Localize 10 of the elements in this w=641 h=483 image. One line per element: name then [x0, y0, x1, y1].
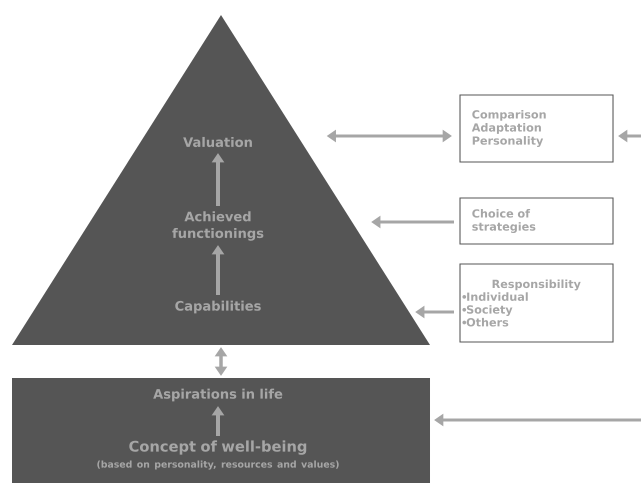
concept-label: Concept of well-being (based on personality, resources and values): [97, 440, 339, 470]
pyramid-label: Aspirations in life: [153, 388, 282, 402]
factor-box: Choice of strategies: [459, 197, 614, 245]
factor-box: Responsibility Individual Society Others: [459, 263, 614, 343]
pyramid-label: Achieved functionings: [172, 211, 264, 241]
foundation-box: [12, 378, 430, 483]
pyramid-label: Capabilities: [175, 300, 261, 314]
factor-box: Comparison Adaptation Personality: [459, 94, 614, 163]
pyramid-triangle: [12, 15, 430, 345]
pyramid-label: Valuation: [183, 136, 252, 148]
